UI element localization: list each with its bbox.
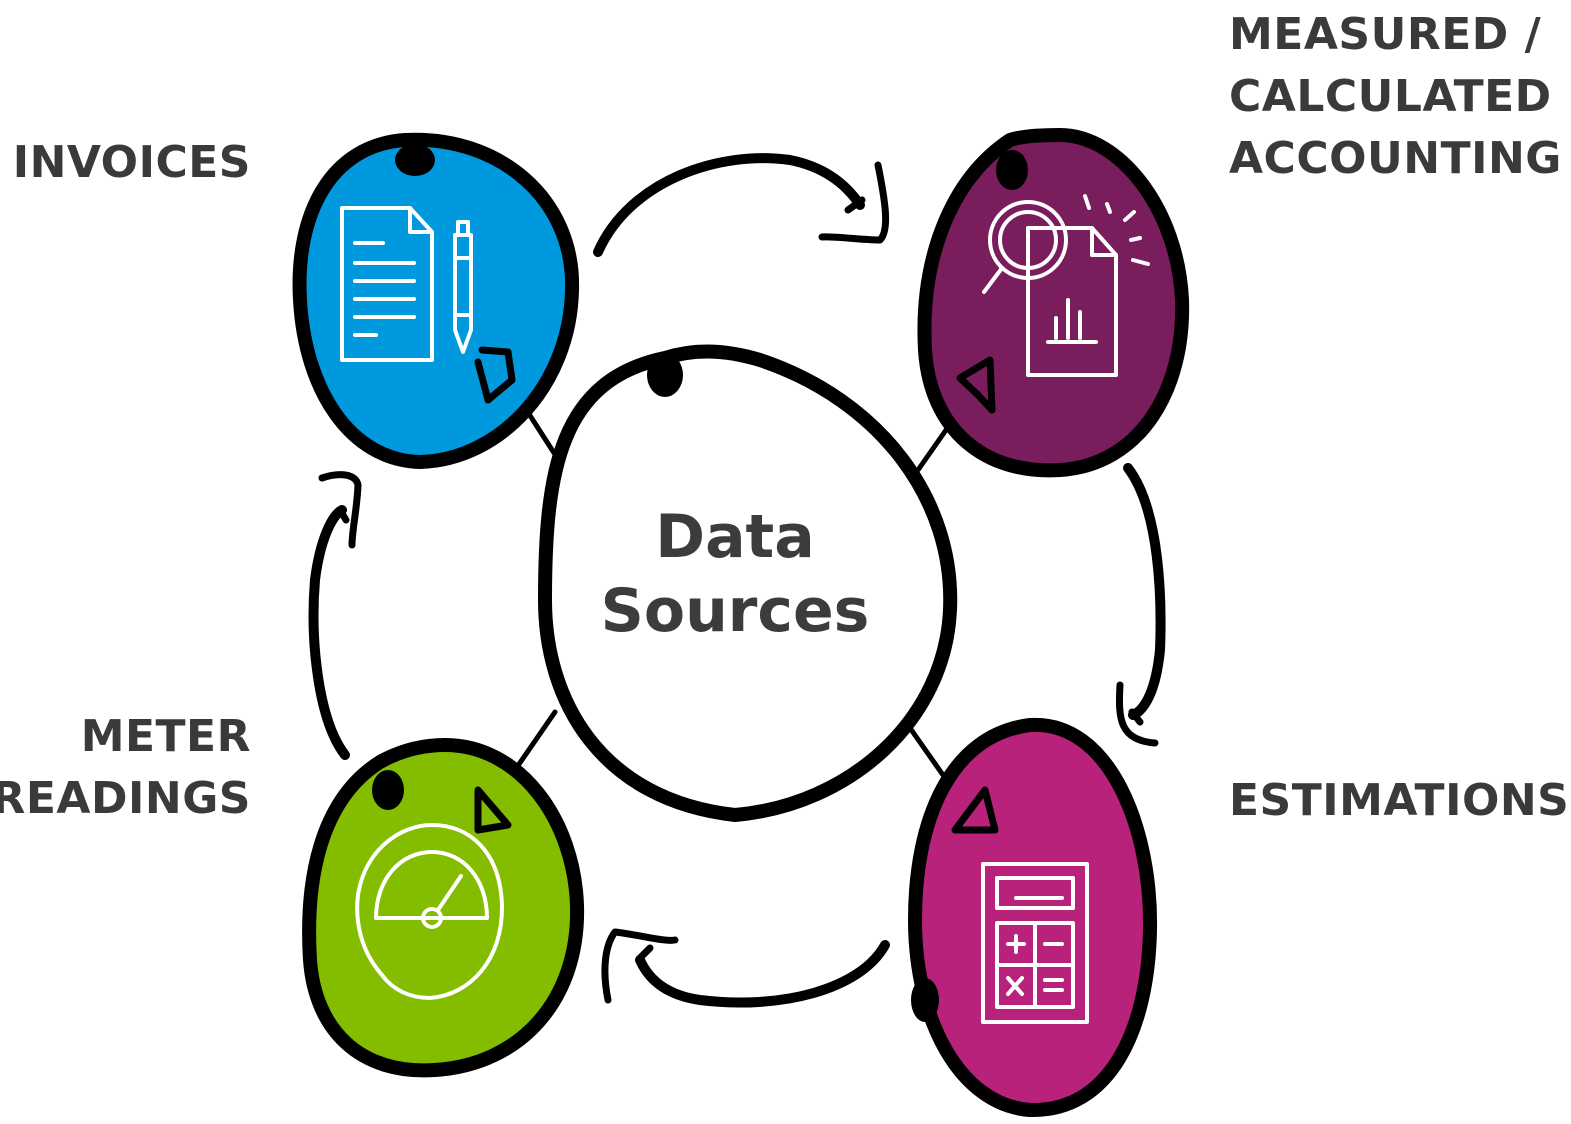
arrowhead-right [1116,681,1159,747]
label-meter-line2: READINGS [0,773,251,824]
label-measured-line2: CALCULATED [1229,71,1552,122]
label-invoices: INVOICES [13,132,251,194]
spoke-arrowheads [474,346,999,834]
cycle-arrows [308,153,1166,1008]
center-title-line2: Sources [600,576,870,646]
label-invoices-line1: INVOICES [12,137,251,188]
label-estimations-line1: ESTIMATIONS [1229,775,1570,826]
arrow-left [308,505,350,760]
magnifier-report-icon [982,194,1150,377]
spoke-arrowhead-measured [956,356,996,414]
arrow-bottom [635,940,890,1008]
node-invoices [292,132,580,469]
node-measured [917,128,1190,478]
arrowhead-left [318,471,362,549]
node-meter [302,738,585,1078]
spoke-arrowhead-invoices [474,346,516,404]
label-estimations: ESTIMATIONS [1229,770,1569,832]
center-title: Data Sources [585,500,885,648]
document-pen-icon [340,206,473,362]
label-measured-line1: MEASURED / [1229,9,1542,60]
node-estimations [908,717,1158,1118]
label-measured: MEASURED / CALCULATED ACCOUNTING [1229,4,1562,190]
arrowhead-bottom [601,928,679,1004]
gauge-icon [355,823,505,1000]
center-title-line1: Data [655,502,815,572]
label-meter: METER READINGS [0,706,251,830]
label-meter-line1: METER [80,711,251,762]
center-circle [538,344,958,822]
arrow-top [593,153,865,257]
calculator-icon [981,862,1089,1024]
arrowhead-top [818,161,890,244]
label-measured-line3: ACCOUNTING [1229,133,1562,184]
spoke-arrowhead-meter [474,786,512,834]
arrow-right [1123,463,1166,720]
spoke-arrowhead-estimations [951,786,999,834]
